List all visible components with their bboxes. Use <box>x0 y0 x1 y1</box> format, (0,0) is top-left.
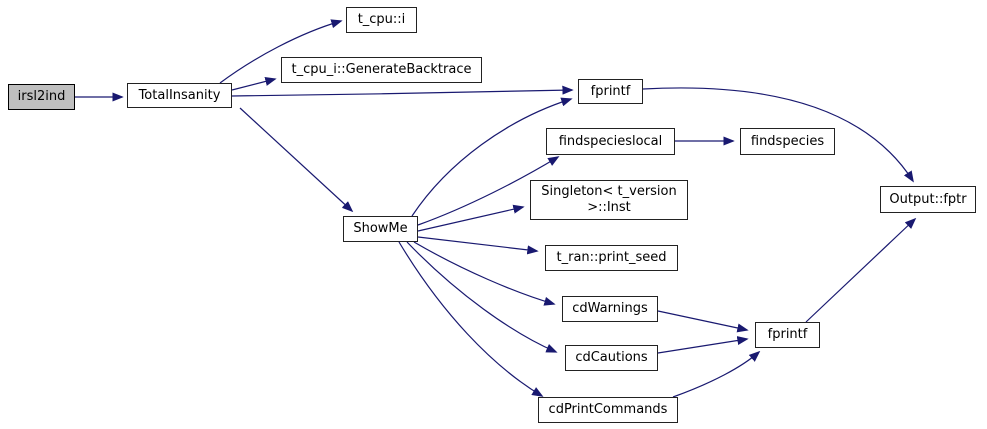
edge-showme-to-t-ran-print-seed <box>417 236 539 255</box>
edge-showme-to-singleton-inst <box>417 204 525 232</box>
node-t-ran-print-seed[interactable]: t_ran::print_seed <box>545 245 678 271</box>
edge-showme-to-cdwarnings <box>413 241 556 306</box>
node-fprintf-bottom[interactable]: fprintf <box>755 322 820 348</box>
edge-cdprintcommands-to-fprintf-bottom <box>672 350 761 398</box>
node-irsl2ind: irsl2ind <box>8 84 75 110</box>
node-output-fptr[interactable]: Output::fptr <box>880 186 976 213</box>
node-findspecieslocal[interactable]: findspecieslocal <box>546 128 675 155</box>
edge-showme-to-cdprintcommands <box>398 241 544 397</box>
node-showme[interactable]: ShowMe <box>343 216 418 242</box>
edge-fprintf-bottom-to-output-fptr <box>805 217 917 323</box>
node-totalinsanity[interactable]: TotalInsanity <box>127 83 232 108</box>
node-singleton-t-version-inst[interactable]: Singleton< t_version >::Inst <box>530 180 688 220</box>
edge-totalinsanity-to-fprintf-top <box>231 85 574 97</box>
node-t-cpu-i[interactable]: t_cpu::i <box>346 7 417 33</box>
edge-showme-to-fprintf-top <box>411 97 573 217</box>
edge-cdwarnings-to-fprintf-bottom <box>657 310 749 333</box>
edge-cdcautions-to-fprintf-bottom <box>657 336 749 354</box>
edge-fprintf-top-to-output-fptr <box>642 87 914 183</box>
node-cdprintcommands[interactable]: cdPrintCommands <box>538 397 678 423</box>
singleton-label-line1: Singleton< t_version <box>541 184 677 199</box>
node-cdwarnings[interactable]: cdWarnings <box>562 296 658 322</box>
node-fprintf-top[interactable]: fprintf <box>578 79 643 104</box>
singleton-label-line2: >::Inst <box>587 200 631 215</box>
edge-showme-to-findspecieslocal <box>417 156 560 226</box>
node-t-cpu-i-generatebacktrace[interactable]: t_cpu_i::GenerateBacktrace <box>281 57 482 83</box>
node-findspecies[interactable]: findspecies <box>740 128 835 155</box>
edge-totalinsanity-to-t-cpu-i <box>219 19 343 84</box>
edge-showme-to-cdcautions <box>406 241 558 353</box>
edge-totalinsanity-to-generatebacktrace <box>231 76 277 91</box>
edge-totalinsanity-to-showme <box>239 107 354 213</box>
node-cdcautions[interactable]: cdCautions <box>565 345 658 371</box>
